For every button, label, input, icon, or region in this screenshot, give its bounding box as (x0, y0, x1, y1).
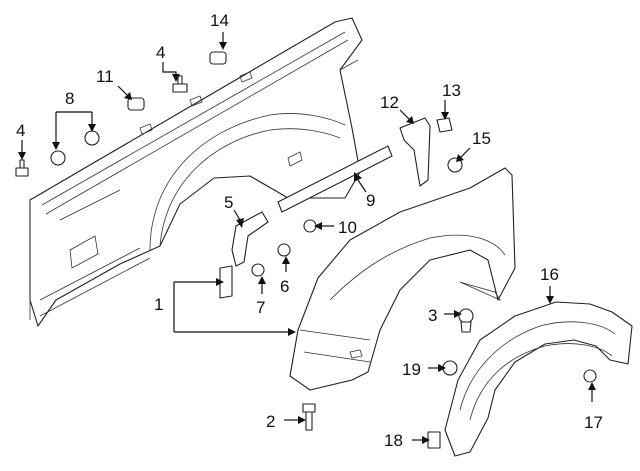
rivet-2 (302, 403, 316, 431)
clip-4a (15, 159, 29, 177)
callout-1: 1 (154, 295, 163, 314)
callout-11: 11 (96, 67, 114, 86)
nut-8a (50, 150, 66, 166)
leader-lines (18, 32, 596, 444)
trim-strip (277, 145, 393, 213)
bolt-6 (277, 243, 291, 257)
bolt-7 (251, 263, 265, 277)
callout-5: 5 (224, 193, 233, 212)
clip-4b (172, 75, 188, 93)
clip (219, 265, 233, 299)
nut-8b (84, 130, 100, 146)
callout-7: 7 (256, 298, 265, 317)
callout-10: 10 (338, 218, 357, 237)
clip-18 (427, 431, 441, 449)
callout-6: 6 (280, 277, 289, 296)
callout-4b: 4 (156, 43, 165, 62)
bolt-3 (458, 308, 474, 324)
callout-8: 8 (65, 89, 74, 108)
front-fender (289, 167, 516, 391)
callout-19: 19 (402, 360, 421, 379)
callout-9: 9 (366, 191, 375, 210)
callout-16: 16 (540, 265, 559, 284)
callout-18: 18 (384, 431, 403, 450)
callout-13: 13 (442, 81, 461, 100)
callout-labels: 1 2 3 4 4 5 6 7 8 9 10 11 12 13 14 15 16… (16, 11, 603, 450)
bolt-15 (447, 157, 463, 173)
callout-17: 17 (584, 413, 603, 432)
plug-11 (127, 97, 145, 111)
bed-side-panel (29, 17, 363, 327)
callout-12: 12 (380, 93, 399, 112)
callout-4a: 4 (16, 121, 25, 140)
fender-liner (444, 301, 633, 457)
callout-15: 15 (472, 129, 491, 148)
callout-14: 14 (210, 11, 229, 30)
plug-14 (209, 51, 227, 65)
bolt-3-shank (460, 321, 472, 333)
bracket (399, 117, 431, 187)
nut-13 (436, 117, 453, 133)
callout-3: 3 (428, 306, 437, 325)
bolt-17 (583, 369, 597, 383)
callout-2: 2 (266, 412, 275, 431)
